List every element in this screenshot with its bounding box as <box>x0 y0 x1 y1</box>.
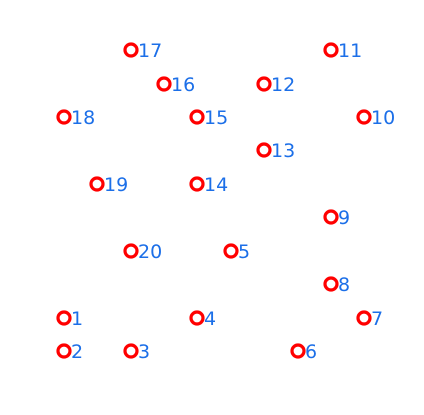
point-marker-13 <box>256 142 272 158</box>
point-label-16: 16 <box>171 74 195 96</box>
point-marker-20 <box>123 243 139 259</box>
point-8: 8 <box>323 274 350 296</box>
point-marker-10 <box>356 109 372 125</box>
point-label-11: 11 <box>338 40 362 62</box>
point-10: 10 <box>356 107 395 129</box>
point-label-4: 4 <box>204 308 216 330</box>
point-marker-16 <box>156 76 172 92</box>
point-14: 14 <box>189 174 228 196</box>
point-17: 17 <box>123 40 162 62</box>
point-6: 6 <box>290 341 317 363</box>
point-marker-2 <box>56 343 72 359</box>
point-marker-3 <box>123 343 139 359</box>
point-label-14: 14 <box>204 174 228 196</box>
point-15: 15 <box>189 107 228 129</box>
point-5: 5 <box>223 241 250 263</box>
point-marker-1 <box>56 310 72 326</box>
point-label-18: 18 <box>71 107 95 129</box>
point-19: 19 <box>89 174 128 196</box>
point-label-2: 2 <box>71 341 83 363</box>
point-7: 7 <box>356 308 383 330</box>
point-label-19: 19 <box>104 174 128 196</box>
point-16: 16 <box>156 74 195 96</box>
point-marker-19 <box>89 176 105 192</box>
point-label-8: 8 <box>338 274 350 296</box>
point-marker-14 <box>189 176 205 192</box>
point-label-17: 17 <box>138 40 162 62</box>
point-label-3: 3 <box>138 341 150 363</box>
point-label-20: 20 <box>138 241 162 263</box>
point-13: 13 <box>256 140 295 162</box>
point-marker-6 <box>290 343 306 359</box>
point-2: 2 <box>56 341 83 363</box>
point-12: 12 <box>256 74 295 96</box>
point-9: 9 <box>323 207 350 229</box>
point-label-10: 10 <box>371 107 395 129</box>
point-marker-8 <box>323 276 339 292</box>
point-label-13: 13 <box>271 140 295 162</box>
point-marker-15 <box>189 109 205 125</box>
point-1: 1 <box>56 308 83 330</box>
point-20: 20 <box>123 241 162 263</box>
point-label-9: 9 <box>338 207 350 229</box>
point-marker-11 <box>323 42 339 58</box>
point-label-12: 12 <box>271 74 295 96</box>
point-label-5: 5 <box>238 241 250 263</box>
point-18: 18 <box>56 107 95 129</box>
point-marker-7 <box>356 310 372 326</box>
point-marker-18 <box>56 109 72 125</box>
point-label-15: 15 <box>204 107 228 129</box>
point-4: 4 <box>189 308 216 330</box>
point-marker-5 <box>223 243 239 259</box>
point-11: 11 <box>323 40 362 62</box>
point-marker-4 <box>189 310 205 326</box>
point-marker-12 <box>256 76 272 92</box>
point-label-1: 1 <box>71 308 83 330</box>
point-label-7: 7 <box>371 308 383 330</box>
point-label-6: 6 <box>305 341 317 363</box>
point-marker-17 <box>123 42 139 58</box>
point-marker-9 <box>323 209 339 225</box>
point-3: 3 <box>123 341 150 363</box>
